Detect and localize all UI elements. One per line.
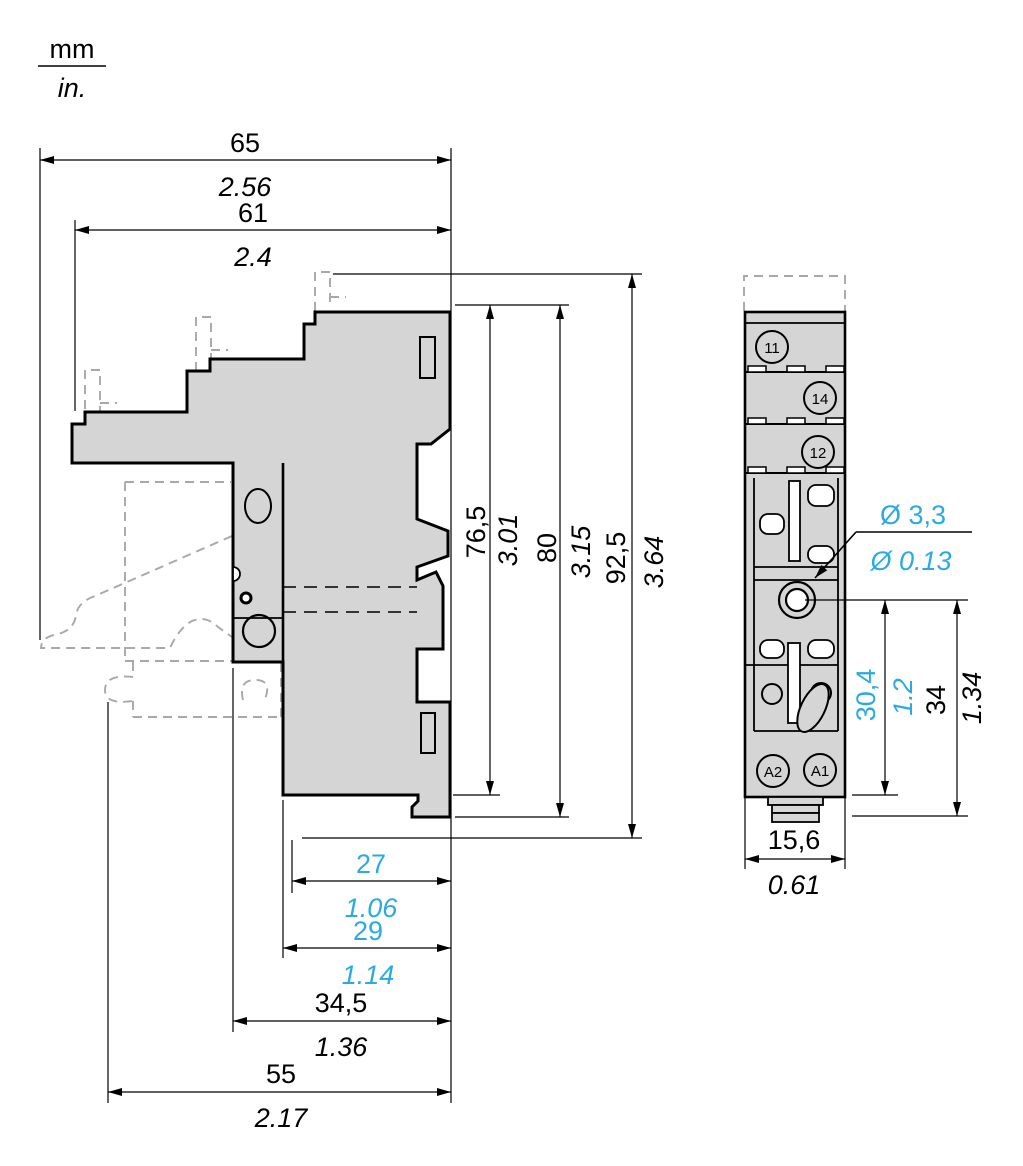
dim-hole-in: Ø 0.13 xyxy=(869,546,951,576)
terminal-circle-a2 xyxy=(756,754,790,788)
dim-34-mm: 34 xyxy=(921,685,951,715)
terminal-circle-14 xyxy=(803,381,837,415)
dim-15-6-in: 0.61 xyxy=(768,870,821,900)
side-view: 65 2.56 61 2.4 76,5 3.01 80 3.15 92,5 3.… xyxy=(39,128,669,1133)
clamp-round-hole xyxy=(241,613,277,649)
dim-15-6-mm: 15,6 xyxy=(768,825,821,855)
socket-side-body xyxy=(70,310,452,819)
dim-29-mm: 29 xyxy=(353,916,383,946)
dim-55-mm: 55 xyxy=(266,1059,296,1089)
dim-61-in: 2.4 xyxy=(233,242,272,272)
side-dimension-labels: 65 2.56 61 2.4 76,5 3.01 80 3.15 92,5 3.… xyxy=(218,128,669,1133)
side-extension-lines xyxy=(39,148,642,1103)
wire-hole-2 xyxy=(759,513,785,535)
terminal-label-14: 14 xyxy=(812,391,829,408)
terminal-label-12: 12 xyxy=(810,445,827,462)
dim-hole-mm: Ø 3,3 xyxy=(880,500,946,530)
mounting-hole-inner xyxy=(784,587,810,613)
phantom-top-tab xyxy=(743,275,846,311)
phantom-peg-1 xyxy=(84,369,117,424)
front-view: 11 14 12 xyxy=(743,275,987,900)
dim-80-in: 3.15 xyxy=(566,525,596,579)
dim-30-4-mm: 30,4 xyxy=(851,669,881,722)
front-dimension-lines xyxy=(745,600,961,863)
dim-80-mm: 80 xyxy=(532,533,562,563)
callout-leader-arrow xyxy=(814,531,857,579)
dim-65-mm: 65 xyxy=(230,128,260,158)
clamp-oval-hole xyxy=(244,488,272,524)
phantom-release-lever xyxy=(40,535,233,649)
dim-34-5-in: 1.36 xyxy=(315,1032,369,1062)
phantom-relay-outline xyxy=(40,271,346,718)
terminal-markers: 11 14 12 xyxy=(755,330,837,469)
phantom-peg-2 xyxy=(195,316,228,371)
wire-hole-1 xyxy=(807,484,835,507)
dim-92-5-mm: 92,5 xyxy=(601,532,631,585)
wire-hole-3 xyxy=(807,545,835,564)
dim-61-mm: 61 xyxy=(238,198,268,228)
terminal-circle-a1 xyxy=(803,753,837,787)
phantom-relay-body xyxy=(124,481,233,662)
units-legend: mm in. xyxy=(38,34,106,103)
units-inch-label: in. xyxy=(58,73,87,103)
dim-65-in: 2.56 xyxy=(218,172,273,202)
units-mm-label: mm xyxy=(50,34,95,64)
wire-hole-5 xyxy=(807,639,835,659)
dim-76-5-in: 3.01 xyxy=(493,514,523,567)
upper-slot xyxy=(419,336,436,379)
dim-30-4-in: 1.2 xyxy=(888,678,918,716)
front-dimension-labels: 30,4 1.2 34 1.34 15,6 0.61 xyxy=(768,669,987,900)
phantom-latch-curve xyxy=(241,679,269,701)
clamp-notch xyxy=(232,566,241,582)
upper-center-slot xyxy=(788,480,801,562)
terminal-label-11: 11 xyxy=(764,340,780,357)
side-dimension-lines xyxy=(40,156,636,1096)
dim-55-in: 2.17 xyxy=(254,1103,309,1133)
bottom-tab xyxy=(767,796,824,823)
phantom-lower-hook xyxy=(104,675,134,703)
terminal-circle-11 xyxy=(755,330,789,364)
lower-center-slot xyxy=(787,642,801,724)
wire-hole-4 xyxy=(759,639,785,659)
dim-34-5-mm: 34,5 xyxy=(315,988,368,1018)
clamp-pin-hole xyxy=(239,591,253,605)
dim-27-mm: 27 xyxy=(356,849,386,879)
terminal-rows xyxy=(745,365,845,474)
terminal-label-a2: A2 xyxy=(764,764,782,781)
dim-92-5-in: 3.64 xyxy=(639,536,669,589)
lever-slot-oval xyxy=(796,683,830,733)
dim-29-in: 1.14 xyxy=(342,960,395,990)
screw-hole-left xyxy=(761,683,783,705)
phantom-lower-block xyxy=(132,662,282,718)
phantom-peg-3 xyxy=(314,271,346,311)
dim-27-in: 1.06 xyxy=(345,893,399,923)
dim-76-5-mm: 76,5 xyxy=(461,506,491,559)
terminal-label-a1: A1 xyxy=(811,763,829,780)
terminal-circle-12 xyxy=(801,435,835,469)
hole-callout: Ø 3,3 Ø 0.13 xyxy=(814,500,972,579)
dim-34-in: 1.34 xyxy=(957,672,987,725)
coil-terminals: A2 A1 xyxy=(756,753,837,788)
lower-slot xyxy=(420,712,436,754)
